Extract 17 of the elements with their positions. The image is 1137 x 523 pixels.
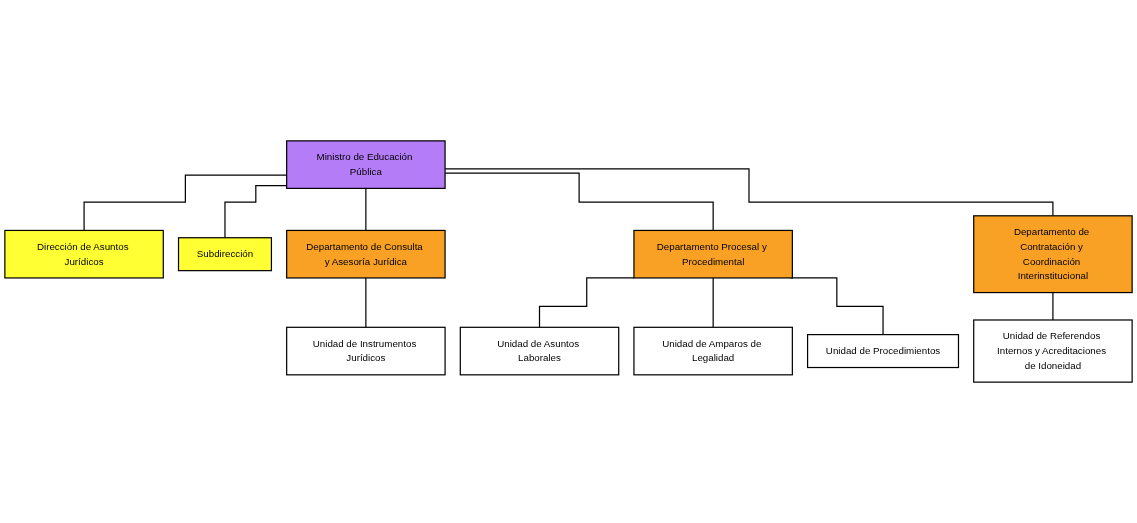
connector [712,277,714,328]
node-box: Departamento Procesal y Procedimental [633,229,793,279]
node-box: Ministro de Educación Pública [286,140,446,189]
node-box: Dirección de Asuntos Jurídicos [4,229,164,279]
node-box: Unidad de Amparos de Legalidad [633,326,793,376]
node-box: Unidad de Instrumentos Jurídicos [286,326,446,376]
node-box: Unidad de Procedimientos [807,334,960,369]
connector [790,277,884,336]
connector [365,187,367,232]
node-box: Departamento de Contratación y Coordinación Interinstitucional [973,215,1133,294]
node-box: Unidad de Asuntos Laborales [459,326,620,376]
node-box: Departamento de Consulta y Asesoría Jurídica [286,229,446,279]
node-box: Subdirección [177,237,273,272]
connector [538,277,635,328]
connector [365,277,367,328]
connector [1052,291,1054,321]
node-box: Unidad de Referendos Internos y Acreditaciones de Idoneidad [973,319,1133,383]
